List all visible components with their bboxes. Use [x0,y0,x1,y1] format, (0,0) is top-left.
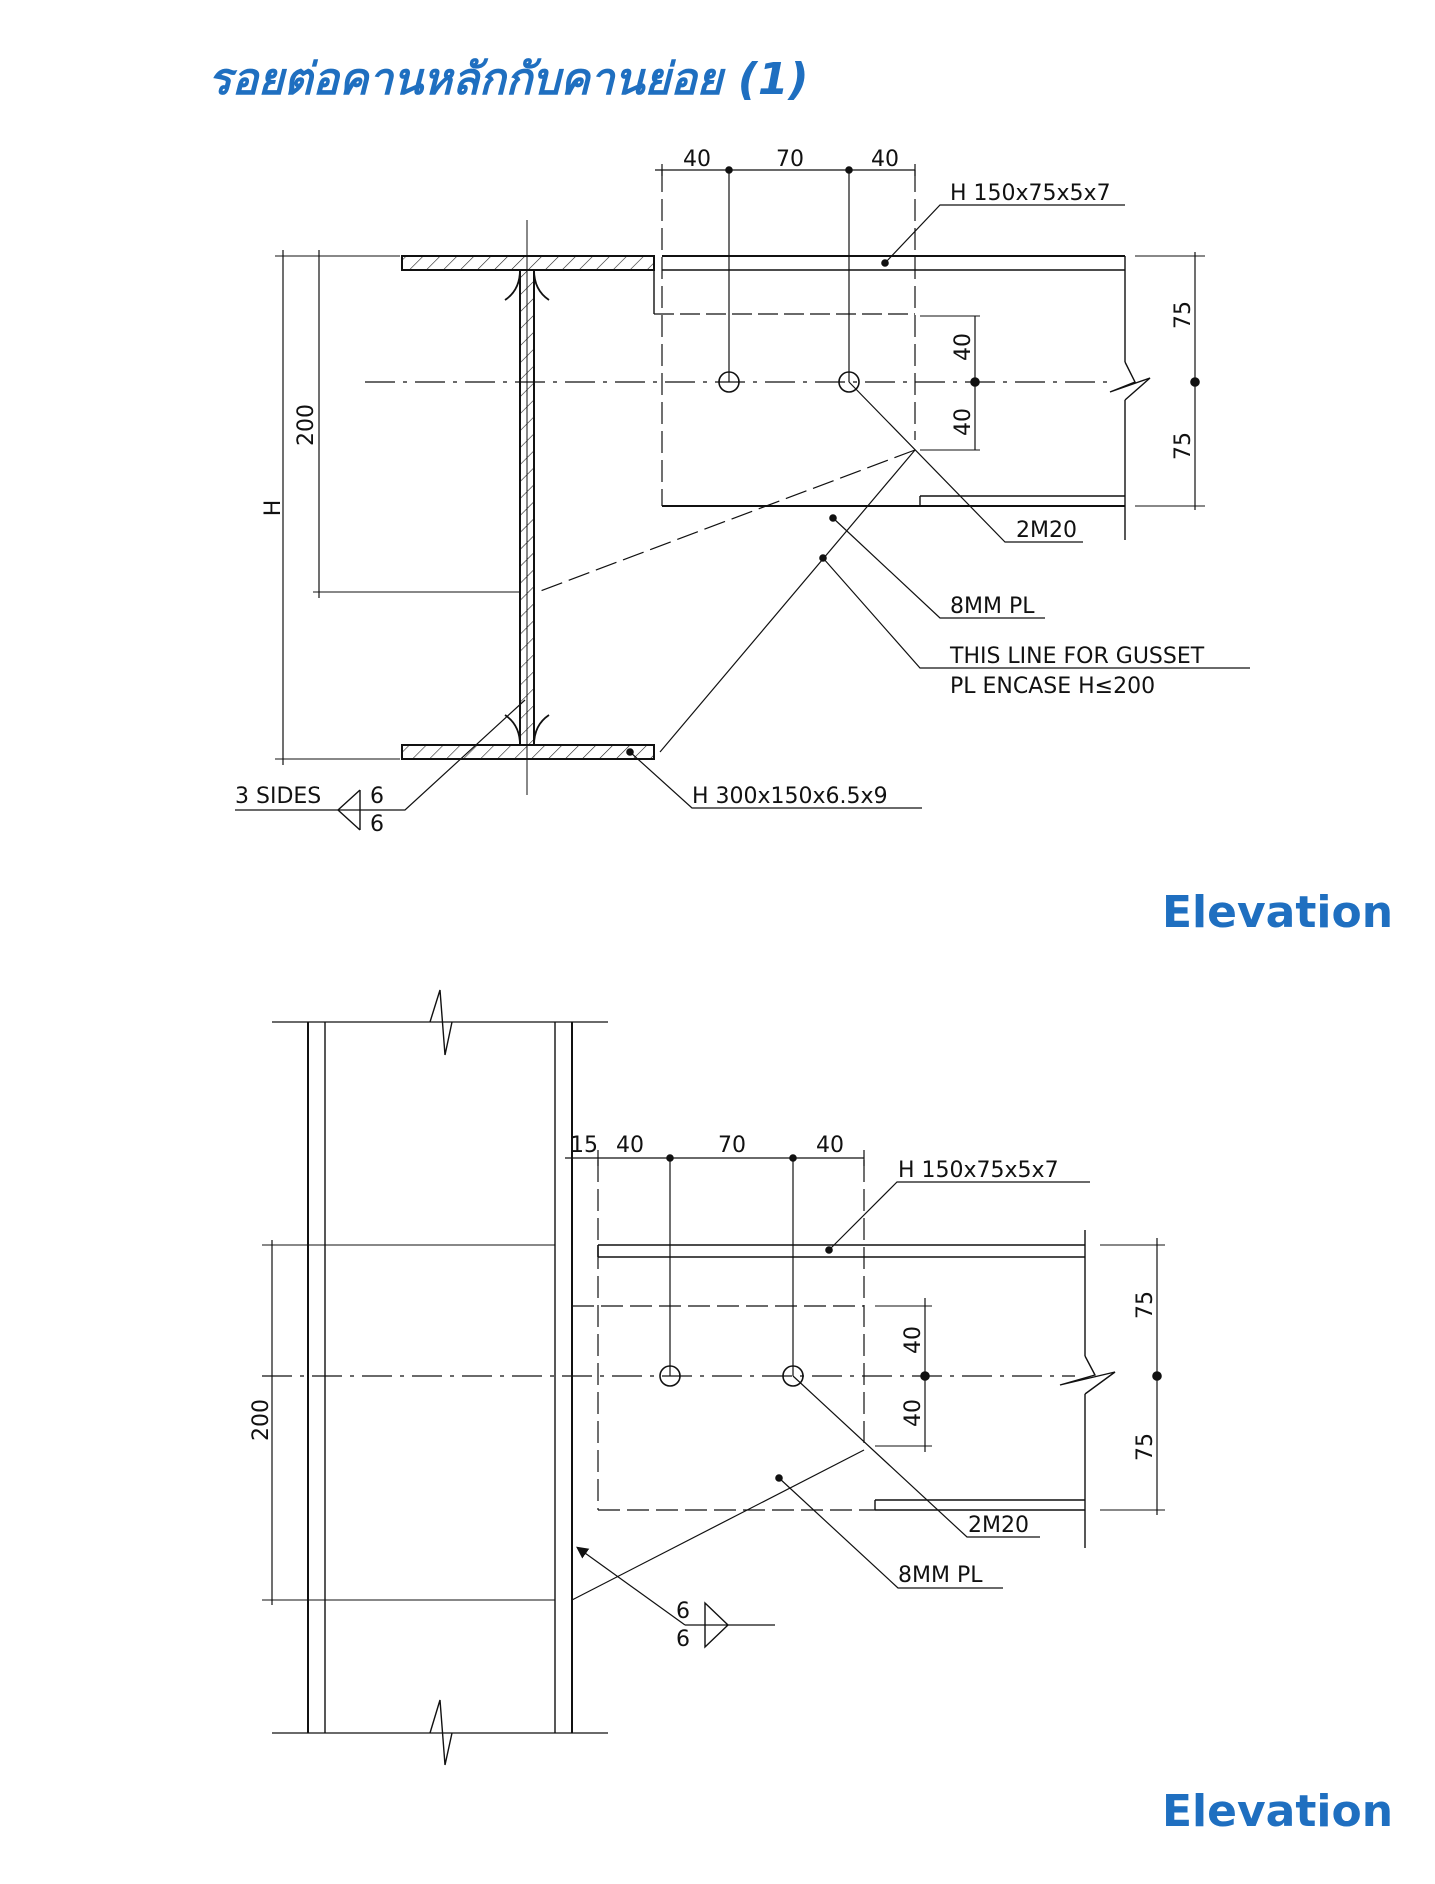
top-drawing [235,164,1250,831]
top-dim-40a: 40 [683,147,711,172]
top-dim-bolt-40b: 40 [951,408,976,436]
top-weld-text: 3 SIDES [235,784,321,809]
bottom-dim-15: 15 [570,1133,598,1158]
top-callout-bolts: 2M20 [1016,518,1077,543]
main-beam-elevation [272,989,608,1766]
top-callout-gusset-1: THIS LINE FOR GUSSET [949,644,1205,669]
top-drawing-text: 40 70 40 H 150x75x5x7 75 75 40 40 200 H … [235,147,1205,837]
bottom-drawing-text: 15 40 70 40 H 150x75x5x7 75 75 40 40 200… [249,1133,1158,1652]
bottom-callout-bolts: 2M20 [968,1513,1029,1538]
top-dim-70: 70 [776,147,804,172]
top-callout-secondary: H 150x75x5x7 [950,181,1111,206]
top-weld-top: 6 [370,784,384,809]
top-dim-bolt-40a: 40 [951,333,976,361]
bottom-view-label: Elevation [1162,1786,1394,1837]
bottom-callout-plate: 8MM PL [898,1563,983,1588]
top-dim-h: H [261,500,286,517]
bottom-dim-40b: 40 [816,1133,844,1158]
secondary-beam [653,255,1151,540]
bottom-drawing [262,989,1165,1766]
bottom-dim-bolt-40b: 40 [901,1399,926,1427]
top-callout-main: H 300x150x6.5x9 [692,784,888,809]
bottom-dim-75b: 75 [1133,1433,1158,1461]
page-title: รอยต่อคานหลักกับคานย่อย (1) [208,54,809,105]
top-callout-plate: 8MM PL [950,594,1035,619]
top-weld-bottom: 6 [370,812,384,837]
gusset-plate [534,170,916,594]
bottom-weld-bottom: 6 [676,1627,690,1652]
top-dim-40b: 40 [871,147,899,172]
bottom-dim-bolt-40a: 40 [901,1326,926,1354]
top-dim-75b: 75 [1171,432,1196,460]
top-dim-200: 200 [294,404,319,446]
bottom-callout-secondary: H 150x75x5x7 [898,1158,1059,1183]
main-beam-section [401,220,655,795]
bottom-dim-75a: 75 [1133,1291,1158,1319]
bottom-dim-200: 200 [249,1399,274,1441]
top-view-label: Elevation [1162,887,1394,938]
top-callout-gusset-2: PL ENCASE H≤200 [950,674,1155,699]
bottom-dim-70: 70 [718,1133,746,1158]
bottom-weld-top: 6 [676,1599,690,1624]
top-dim-75a: 75 [1171,301,1196,329]
bottom-dim-40a: 40 [616,1133,644,1158]
